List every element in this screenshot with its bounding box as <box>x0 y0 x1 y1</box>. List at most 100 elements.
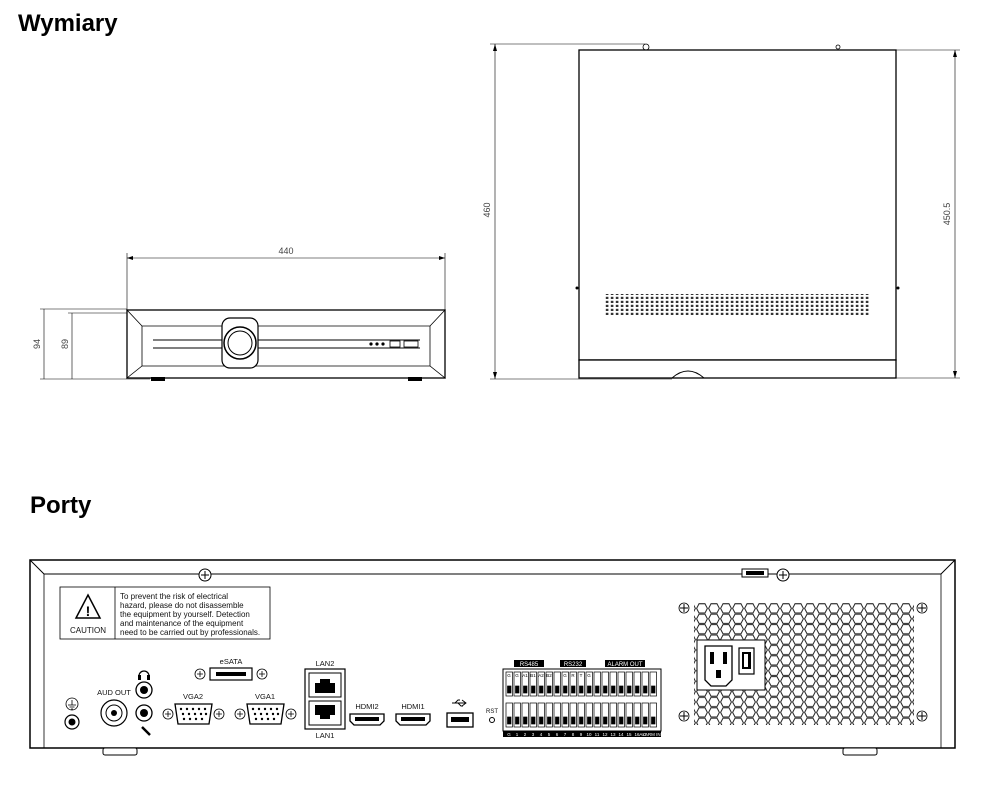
terminal-pin-lower[interactable] <box>545 702 553 728</box>
terminal-pin-lower[interactable] <box>601 702 609 728</box>
top-dimensions <box>490 43 960 380</box>
terminal-screw <box>507 685 512 694</box>
terminal-pin-lower[interactable] <box>569 702 577 728</box>
power-inlet[interactable] <box>704 645 733 687</box>
terminal-pin-lower[interactable] <box>577 702 585 728</box>
terminal-pin-lower[interactable] <box>553 702 561 728</box>
terminal-pin-lower[interactable] <box>521 702 529 728</box>
rs232-label-bg <box>560 660 586 667</box>
terminal-screw <box>643 685 648 694</box>
terminal-screw <box>651 685 656 694</box>
lan-ports[interactable] <box>304 668 346 730</box>
terminal-bottom-label: 6 <box>556 732 559 737</box>
terminal-screw <box>587 685 592 694</box>
warning-icon <box>74 593 102 619</box>
terminal-pin-upper[interactable] <box>617 671 625 697</box>
front-view <box>125 309 447 381</box>
terminal-bottom-label: 7 <box>564 732 567 737</box>
terminal-screw <box>651 716 656 725</box>
terminal-top-label: B1 <box>530 673 536 678</box>
arrow-icon <box>953 371 957 378</box>
vga2-label: VGA2 <box>183 692 203 701</box>
terminal-pin-upper[interactable] <box>577 671 585 697</box>
terminal-pin-lower[interactable] <box>537 702 545 728</box>
terminal-pin-lower[interactable] <box>593 702 601 728</box>
terminal-pin-upper[interactable] <box>553 671 561 697</box>
terminal-pin-upper[interactable] <box>601 671 609 697</box>
arrow-icon <box>493 372 497 379</box>
terminal-screw <box>587 716 592 725</box>
terminal-pin-lower[interactable] <box>617 702 625 728</box>
terminal-block[interactable] <box>502 668 662 737</box>
terminal-screw <box>531 716 536 725</box>
terminal-pin-lower[interactable] <box>649 702 657 728</box>
terminal-screw <box>595 685 600 694</box>
ground-terminal <box>64 697 80 730</box>
terminal-pin-upper[interactable] <box>609 671 617 697</box>
terminal-bottom-label: 11 <box>595 732 600 737</box>
terminal-bottom-label: 13 <box>610 732 616 737</box>
reset-button[interactable] <box>489 717 495 723</box>
esata-port[interactable] <box>194 667 268 681</box>
terminal-pin-upper[interactable] <box>593 671 601 697</box>
terminal-bottom-label: 5 <box>548 732 551 737</box>
terminal-screw <box>515 685 520 694</box>
terminal-screw <box>539 685 544 694</box>
terminal-pin-upper[interactable] <box>585 671 593 697</box>
terminal-pin-lower[interactable] <box>609 702 617 728</box>
terminal-pin-lower[interactable] <box>505 702 513 728</box>
warning-line-1: To prevent the risk of electrical <box>120 592 228 601</box>
hdmi1-port[interactable] <box>395 713 431 726</box>
vga2-port[interactable] <box>162 703 225 725</box>
terminal-top-label: R <box>571 673 575 678</box>
hdmi2-port[interactable] <box>349 713 385 726</box>
mic-jack[interactable] <box>135 704 153 736</box>
terminal-screw <box>555 716 560 725</box>
terminal-screw <box>571 685 576 694</box>
terminal-pin-lower[interactable] <box>625 702 633 728</box>
arrow-icon <box>953 50 957 57</box>
terminal-pin-upper[interactable] <box>649 671 657 697</box>
terminal-pin-upper[interactable] <box>641 671 649 697</box>
terminal-pin-upper[interactable] <box>625 671 633 697</box>
headphone-jack[interactable] <box>135 670 153 699</box>
terminal-screw <box>627 685 632 694</box>
arrow-icon <box>493 44 497 51</box>
terminal-bottom-label: 15 <box>626 732 632 737</box>
terminal-pin-lower[interactable] <box>585 702 593 728</box>
terminal-screw <box>635 716 640 725</box>
terminal-bottom-label: ALARM IN <box>639 732 660 737</box>
warning-line-5: need to be carried out by professionals. <box>120 628 260 637</box>
terminal-pin-lower[interactable] <box>513 702 521 728</box>
usb-port[interactable] <box>446 699 474 728</box>
terminal-pin-lower[interactable] <box>561 702 569 728</box>
terminal-pin-upper[interactable] <box>529 671 537 697</box>
terminal-screw <box>539 716 544 725</box>
dimensions-heading: Wymiary <box>18 10 118 37</box>
aud-out-port[interactable] <box>100 699 128 727</box>
terminal-pin-upper[interactable] <box>633 671 641 697</box>
ports-heading: Porty <box>30 492 92 519</box>
terminal-bottom-label: 4 <box>540 732 543 737</box>
terminal-top-label: A2 <box>538 673 544 678</box>
terminal-pin-lower[interactable] <box>529 702 537 728</box>
terminal-pin-upper[interactable] <box>505 671 513 697</box>
terminal-pin-lower[interactable] <box>641 702 649 728</box>
terminal-pin-upper[interactable] <box>513 671 521 697</box>
power-switch[interactable] <box>738 647 755 675</box>
vga1-port[interactable] <box>234 703 297 725</box>
terminal-screw <box>547 685 552 694</box>
terminal-bottom-label: G <box>507 732 511 737</box>
terminal-bottom-label: 14 <box>618 732 624 737</box>
terminal-pin-upper[interactable] <box>537 671 545 697</box>
terminal-pin-upper[interactable] <box>521 671 529 697</box>
terminal-screw <box>555 685 560 694</box>
front-dimensions <box>40 253 446 380</box>
hdmi2-label: HDMI2 <box>355 702 378 711</box>
terminal-pin-upper[interactable] <box>569 671 577 697</box>
terminal-pin-upper[interactable] <box>545 671 553 697</box>
terminal-pin-upper[interactable] <box>561 671 569 697</box>
terminal-pin-lower[interactable] <box>633 702 641 728</box>
alarm-out-label: ALARM OUT <box>607 662 642 668</box>
